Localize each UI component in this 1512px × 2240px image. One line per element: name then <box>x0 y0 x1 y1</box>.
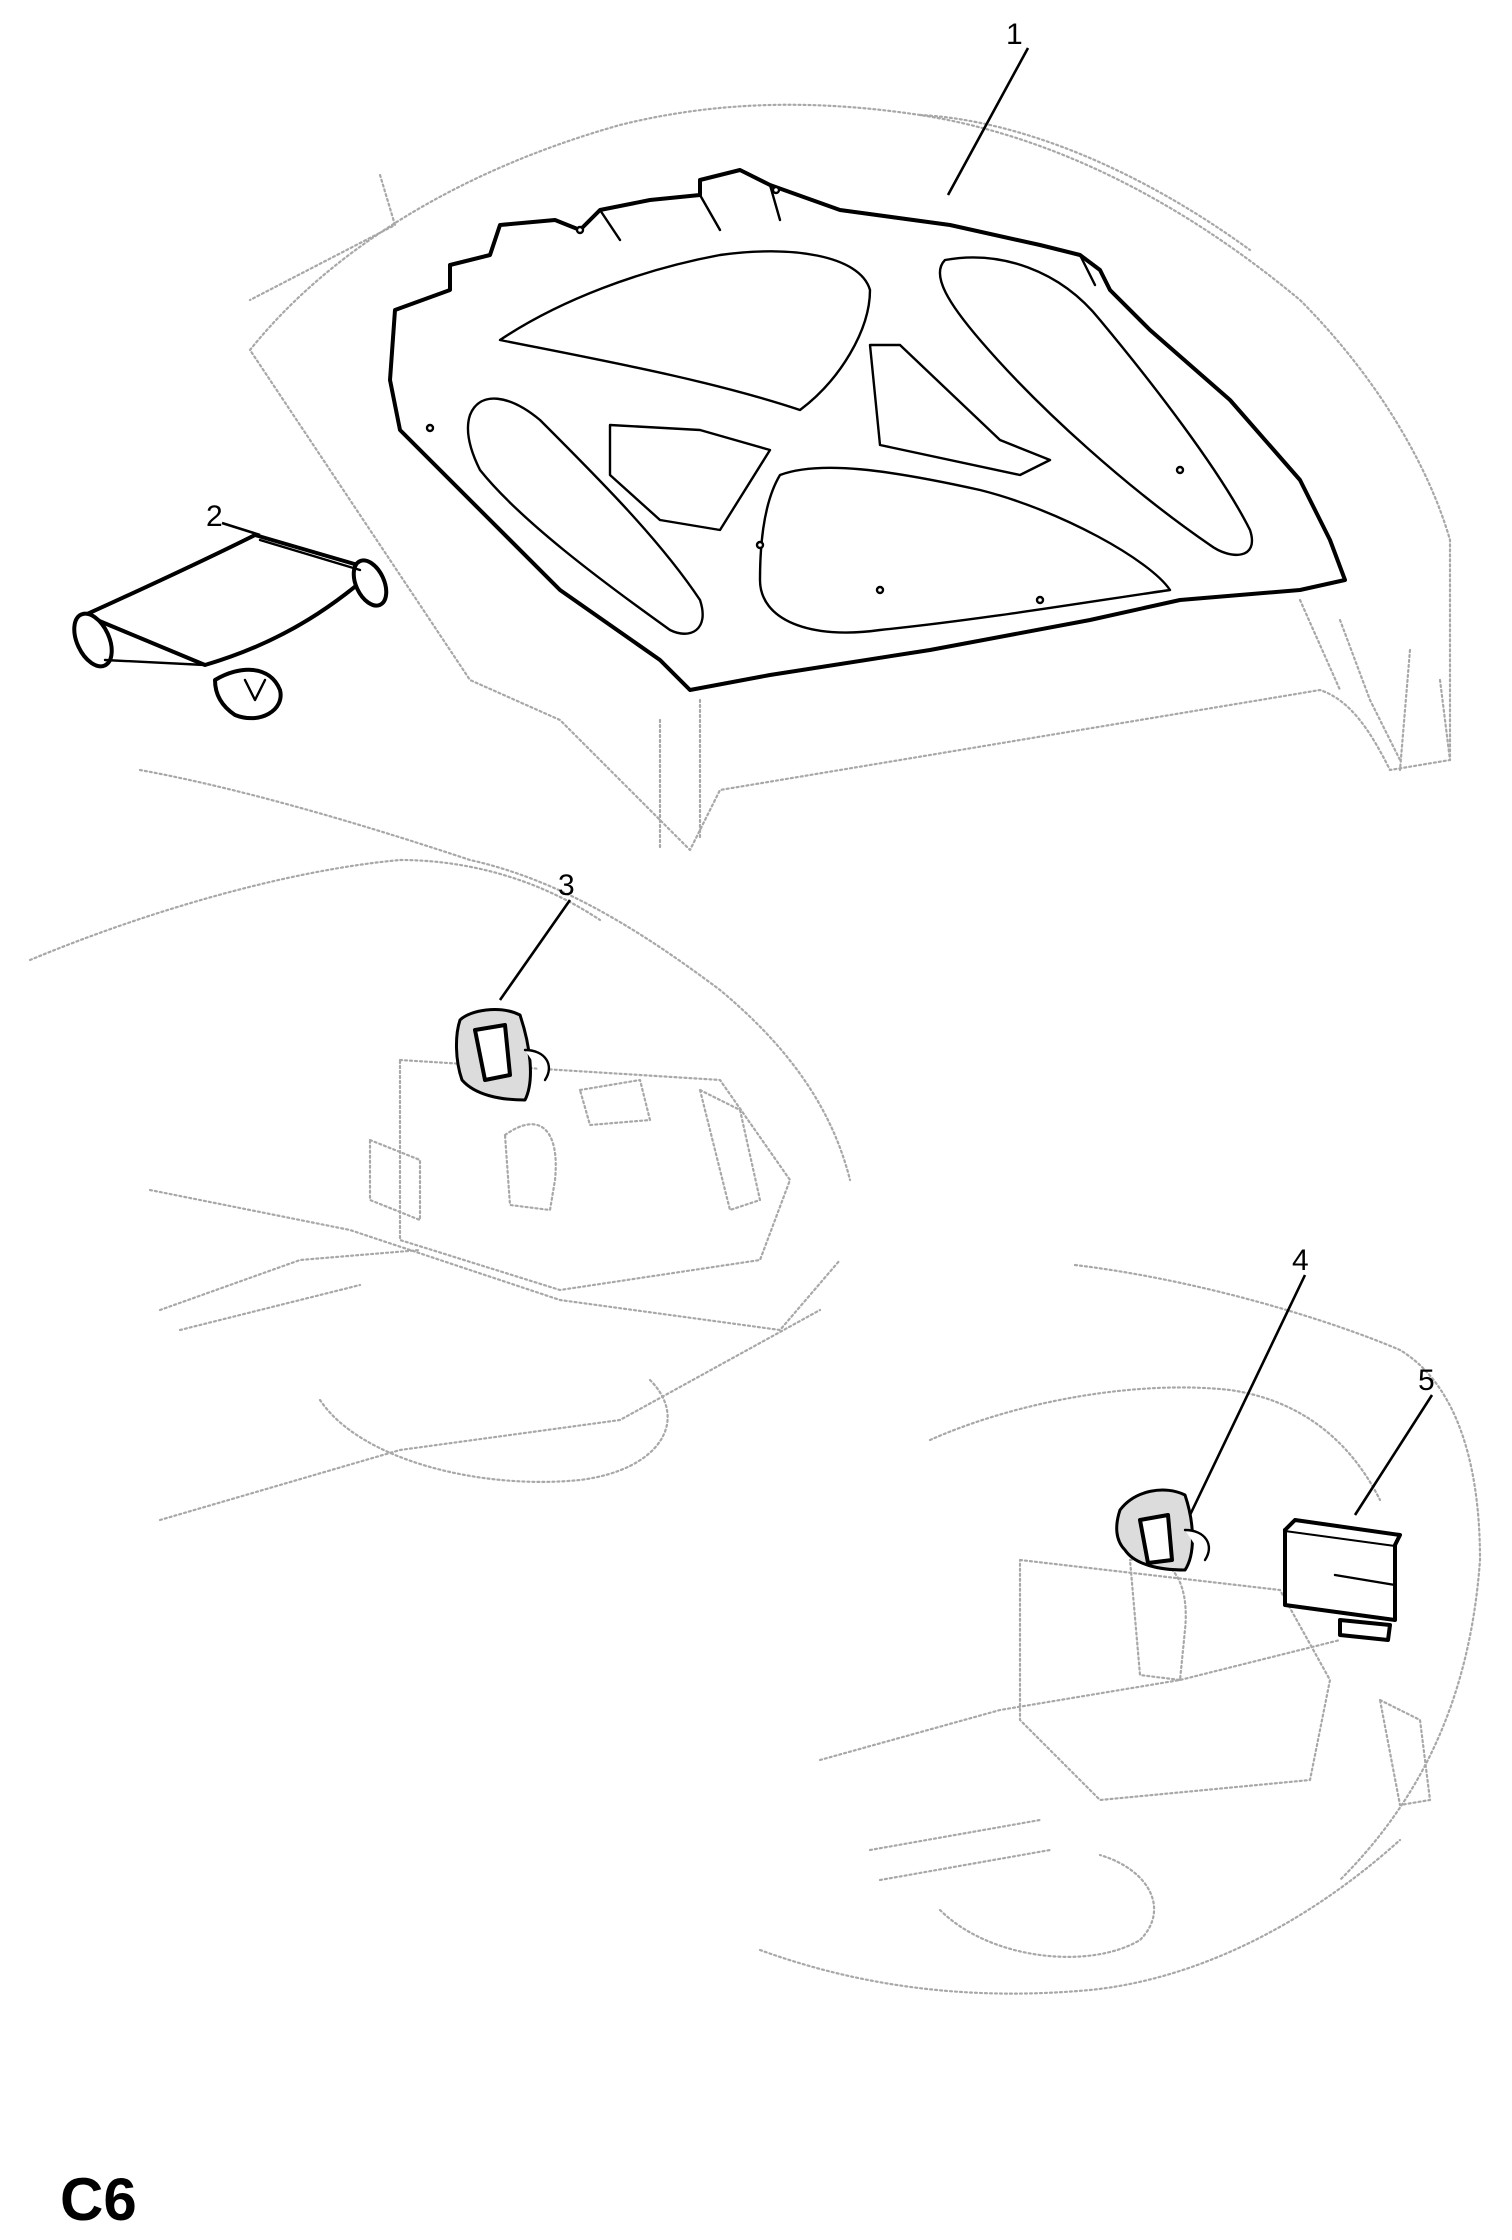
trunk-light-housing-part-4 <box>1115 1488 1211 1572</box>
callout-2: 2 <box>206 500 261 537</box>
first-aid-box-part-5 <box>1283 1518 1402 1642</box>
callout-3-label: 3 <box>558 869 575 902</box>
callout-2-label: 2 <box>206 500 223 533</box>
trunk-ghost-outline-left <box>28 768 852 1522</box>
callout-4: 4 <box>1188 1244 1309 1516</box>
hood-insulation-panel <box>388 168 1347 692</box>
hood-ghost-outline <box>248 103 1452 852</box>
callout-5: 5 <box>1353 1364 1435 1516</box>
callout-1-label: 1 <box>1006 18 1023 51</box>
callout-1: 1 <box>946 18 1030 196</box>
callout-4-label: 4 <box>1292 1244 1309 1277</box>
diagram-code: C6 <box>60 2166 137 2233</box>
trunk-light-housing-part-3 <box>455 1008 551 1102</box>
callout-5-label: 5 <box>1418 1364 1435 1397</box>
callout-3: 3 <box>498 869 575 1001</box>
retaining-clip-part-2 <box>72 533 389 721</box>
